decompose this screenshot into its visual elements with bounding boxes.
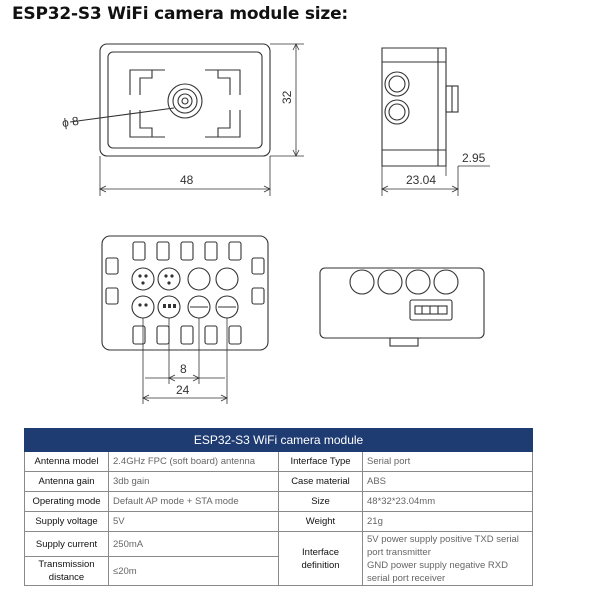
table-row: Supply current 250mA Interface definitio… (24, 531, 534, 586)
height-label: 32 (280, 90, 294, 104)
table-row: Antenna model 2.4GHz FPC (soft board) an… (24, 451, 534, 472)
page-title: ESP32-S3 WiFi camera module size: (12, 4, 349, 24)
depth-dimension (381, 165, 490, 196)
table-header: ESP32-S3 WiFi camera module (23, 428, 534, 452)
bottom-view (101, 235, 269, 351)
interface-line: serial port receiver (367, 572, 446, 584)
spec-label: Supply voltage (24, 511, 109, 532)
table-row: Operating mode Default AP mode + STA mod… (24, 491, 534, 512)
interface-line: 5V power supply positive TXD serial (367, 533, 519, 545)
spec-value: 48*32*23.04mm (361, 491, 534, 512)
spec-value: 3db gain (108, 471, 279, 492)
spec-table: ESP32-S3 WiFi camera module Antenna mode… (23, 428, 534, 586)
interface-label-line: Interface (302, 546, 339, 558)
phi-label: ϕ 8 (61, 114, 80, 130)
spec-label: Size (278, 491, 363, 512)
front-view (69, 43, 271, 157)
spec-value: 250mA (108, 531, 279, 557)
interface-definition-label: Interface definition (278, 531, 363, 586)
connector-pins (138, 274, 176, 308)
spec-value: ≤20m (108, 556, 279, 586)
height-dimension (270, 43, 304, 157)
transmission-label-line: Transmission (38, 559, 95, 570)
spec-value: 2.4GHz FPC (soft board) antenna (108, 451, 279, 472)
pitch-dimensions (142, 318, 228, 404)
spec-label: Antenna model (24, 451, 109, 472)
width-dimension (99, 156, 271, 196)
spec-label: Supply current (24, 531, 109, 557)
offset-label: 2.95 (462, 151, 486, 165)
transmission-label-line: distance (48, 572, 85, 583)
depth-label: 23.04 (406, 173, 436, 187)
spec-value: 5V (108, 511, 279, 532)
spec-value: Serial port (361, 451, 534, 472)
rear-view (319, 267, 485, 347)
table-row: Transmission distance ≤20m (24, 556, 533, 586)
width-label: 48 (180, 173, 194, 187)
spec-value: 21g (361, 511, 534, 532)
interface-line: GND power supply negative RXD (367, 559, 508, 571)
pitch-label: 8 (180, 362, 187, 376)
spec-label: Weight (278, 511, 363, 532)
technical-drawing: ϕ 8 32 48 23.04 2.95 8 24 (61, 43, 490, 404)
side-view (381, 47, 459, 167)
spec-value: Default AP mode + STA mode (108, 491, 279, 512)
spec-label: Interface Type (278, 451, 363, 472)
spec-label: Operating mode (24, 491, 109, 512)
table-row: Supply voltage 5V Weight 21g (24, 511, 534, 532)
spec-value: ABS (361, 471, 534, 492)
interface-definition-value: 5V power supply positive TXD serial port… (361, 531, 534, 586)
interface-line: port transmitter (367, 546, 431, 558)
spec-label: Case material (278, 471, 363, 492)
transmission-label: Transmission distance (24, 556, 109, 586)
span-label: 24 (176, 383, 190, 397)
interface-label-line: definition (301, 559, 340, 571)
spec-label: Antenna gain (24, 471, 109, 492)
table-row: Antenna gain 3db gain Case material ABS (24, 471, 534, 492)
